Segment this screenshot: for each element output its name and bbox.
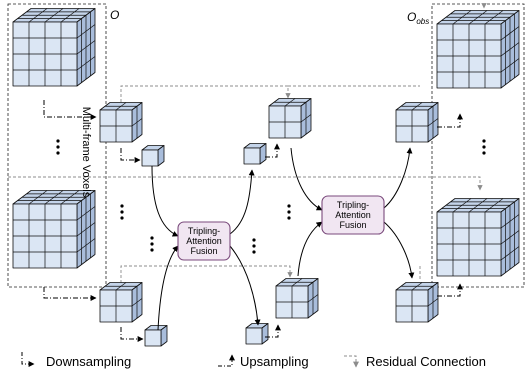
fusion-block-2: Tripling- Attention Fusion [321,195,385,235]
encoder-cube-bottom [99,282,143,323]
fusion-2-line-2: Attention [335,210,371,220]
encoder-cube-top [99,102,143,143]
output-mid-top [395,102,439,143]
residual-connections [8,3,487,283]
output-voxel-top [436,10,520,89]
label-o: O [110,8,119,22]
flow-top-to-fusion2 [290,147,323,211]
flow-fusion2-to-output-bottom [383,221,415,279]
downsample-arrow-3 [43,287,97,301]
upsample-arrow-3 [437,113,463,128]
input-group-box [7,3,107,288]
legend-downsampling: Downsampling [46,354,131,369]
fusion-1-line-1: Tripling- [188,226,220,236]
flow-bottom-to-fusion2 [297,221,323,277]
legend-residual-icon [344,355,357,366]
decoder-cube-top [268,98,312,139]
flow-bottom-to-fusion1 [157,245,179,331]
input-voxel-top [12,8,96,87]
flow-top-to-fusion1 [151,165,179,237]
output-group-box [431,3,525,288]
label-o-obs: Oobs [407,10,429,26]
bottleneck-cube-top-right [243,143,267,165]
legend: Downsampling Upsampling Residual Connect… [21,352,486,369]
input-voxel-bottom [12,190,96,269]
bottleneck-cube-bottom-left [144,325,168,347]
fusion-2-line-1: Tripling- [337,200,369,210]
fusion-1-line-3: Fusion [190,246,217,256]
upsample-arrow-4 [437,283,463,297]
output-mid-bottom [395,282,439,323]
downsample-arrow-2 [120,148,141,163]
flow-fusion2-to-output-top [383,147,413,209]
legend-downsample-icon [21,352,35,367]
ellipsis-dots [56,139,486,254]
multi-frame-voxels-label: Multi-frame Voxels [80,107,92,198]
upsample-arrow-2 [265,324,281,338]
downsample-arrow-4 [120,327,144,342]
decoder-cube-bottom [275,278,319,319]
downsample-arrow-1 [43,100,97,120]
fusion-block-1: Tripling- Attention Fusion [177,221,231,261]
multi-frame-voxels-text: Multi-frame Voxels [80,107,92,198]
legend-upsampling: Upsampling [240,354,309,369]
label-o-obs-sub: obs [416,17,429,26]
bottleneck-cube-top-left [141,145,165,167]
label-o-obs-main: O [407,10,416,24]
flow-fusion1-to-top [229,169,255,235]
bottleneck-cube-bottom-right [245,323,269,345]
flow-fusion1-to-bottom [229,245,261,326]
fusion-2-line-3: Fusion [339,220,366,230]
legend-residual-connection: Residual Connection [366,354,486,369]
output-voxel-bottom [436,198,520,277]
upsample-arrow-1 [265,143,280,158]
legend-upsample-icon [218,354,235,367]
fusion-1-line-2: Attention [186,236,222,246]
